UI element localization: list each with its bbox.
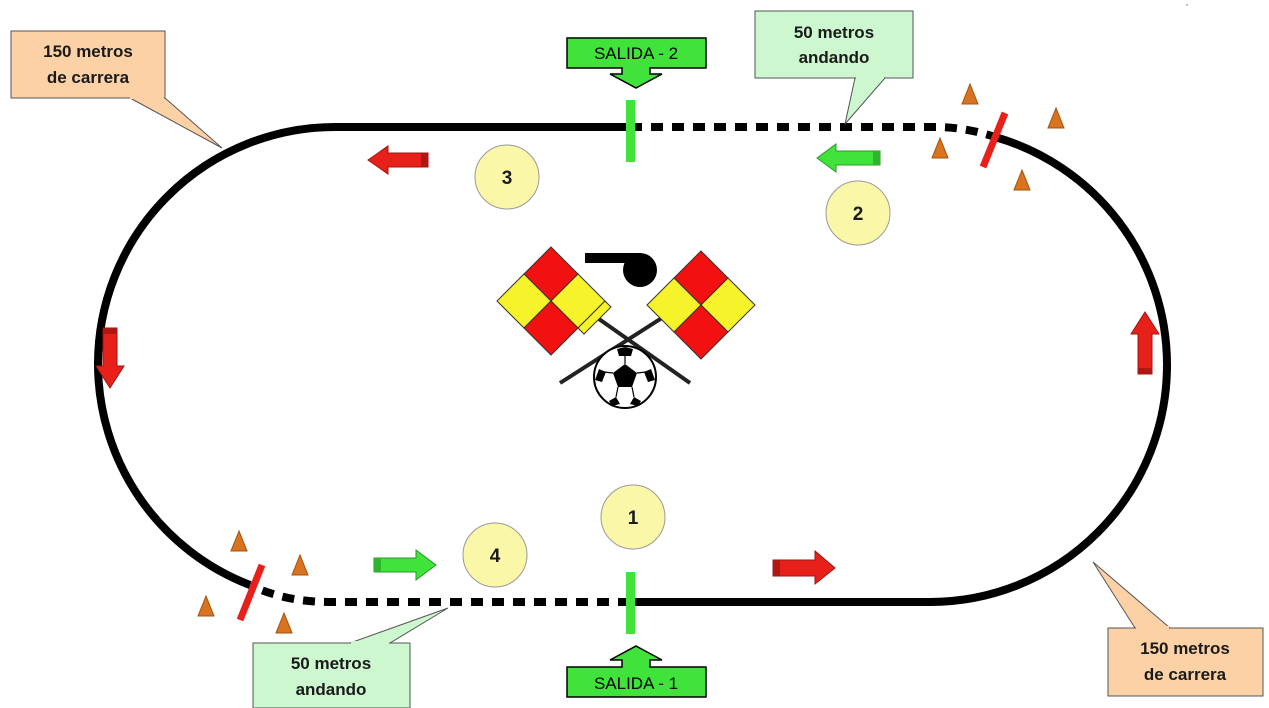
whistle-icon	[585, 253, 657, 287]
run-arrow-down-icon	[95, 327, 125, 389]
cone-icon	[961, 82, 979, 105]
position-marker-2: 2	[825, 180, 891, 246]
callout-walk-top-right-line1: 50 metros	[794, 23, 874, 42]
start-sign-bottom: SALIDA - 1	[566, 645, 707, 698]
run-arrow-up-icon	[1130, 311, 1160, 375]
walk-arrow-right-icon	[373, 549, 437, 581]
callout-walk-bottom-left: 50 metros andando	[252, 607, 449, 708]
cones-top-right	[931, 82, 1065, 191]
cone-icon	[291, 553, 309, 576]
track-run-left	[93, 123, 630, 589]
position-number: 3	[502, 168, 513, 189]
callout-walk-bottom-left-line2: andando	[296, 680, 367, 699]
track	[93, 123, 1172, 606]
callout-run-top-left-line1: 150 metros	[43, 42, 133, 61]
cones-bottom-left	[197, 529, 309, 634]
walk-arrow-left-icon	[816, 143, 881, 173]
run-arrow-left-icon	[367, 145, 429, 175]
track-walk-top	[630, 123, 997, 141]
position-marker-4: 4	[462, 522, 528, 588]
callout-run-bottom-right-line1: 150 metros	[1140, 639, 1230, 658]
speck	[1186, 4, 1188, 6]
position-number: 4	[490, 546, 501, 567]
run-arrow-right-icon	[772, 549, 836, 586]
flag-icon	[646, 250, 756, 360]
callout-run-top-left: 150 metros de carrera	[10, 30, 223, 149]
callout-run-bottom-right: 150 metros de carrera	[1092, 561, 1264, 697]
cone-icon	[931, 136, 949, 159]
start-sign-top: SALIDA - 2	[566, 37, 707, 89]
soccer-ball-icon	[593, 345, 657, 409]
cone-icon	[197, 594, 215, 617]
track-walk-bottom	[248, 581, 630, 606]
start-label-top: SALIDA - 2	[594, 44, 678, 63]
track-run-right	[630, 133, 1172, 606]
cone-icon	[275, 611, 293, 634]
position-marker-1: 1	[600, 484, 666, 550]
position-number: 1	[628, 508, 639, 529]
cone-icon	[230, 529, 248, 552]
cone-icon	[1047, 106, 1065, 129]
start-line-bottom	[626, 572, 635, 634]
position-marker-3: 3	[474, 144, 540, 210]
callout-run-bottom-right-line2: de carrera	[1144, 665, 1227, 684]
cone-icon	[1013, 168, 1031, 191]
zone-line-bottom-left	[236, 563, 266, 622]
callout-run-top-left-line2: de carrera	[47, 68, 130, 87]
position-number: 2	[853, 204, 864, 225]
zone-line-top-right	[979, 111, 1009, 169]
start-line-top	[626, 100, 635, 162]
flag-icon	[496, 246, 612, 356]
callout-walk-top-right: 50 metros andando	[754, 10, 914, 125]
callout-walk-bottom-left-line1: 50 metros	[291, 654, 371, 673]
callout-walk-top-right-line2: andando	[799, 48, 870, 67]
referee-emblem	[496, 246, 756, 409]
start-label-bottom: SALIDA - 1	[594, 674, 678, 693]
